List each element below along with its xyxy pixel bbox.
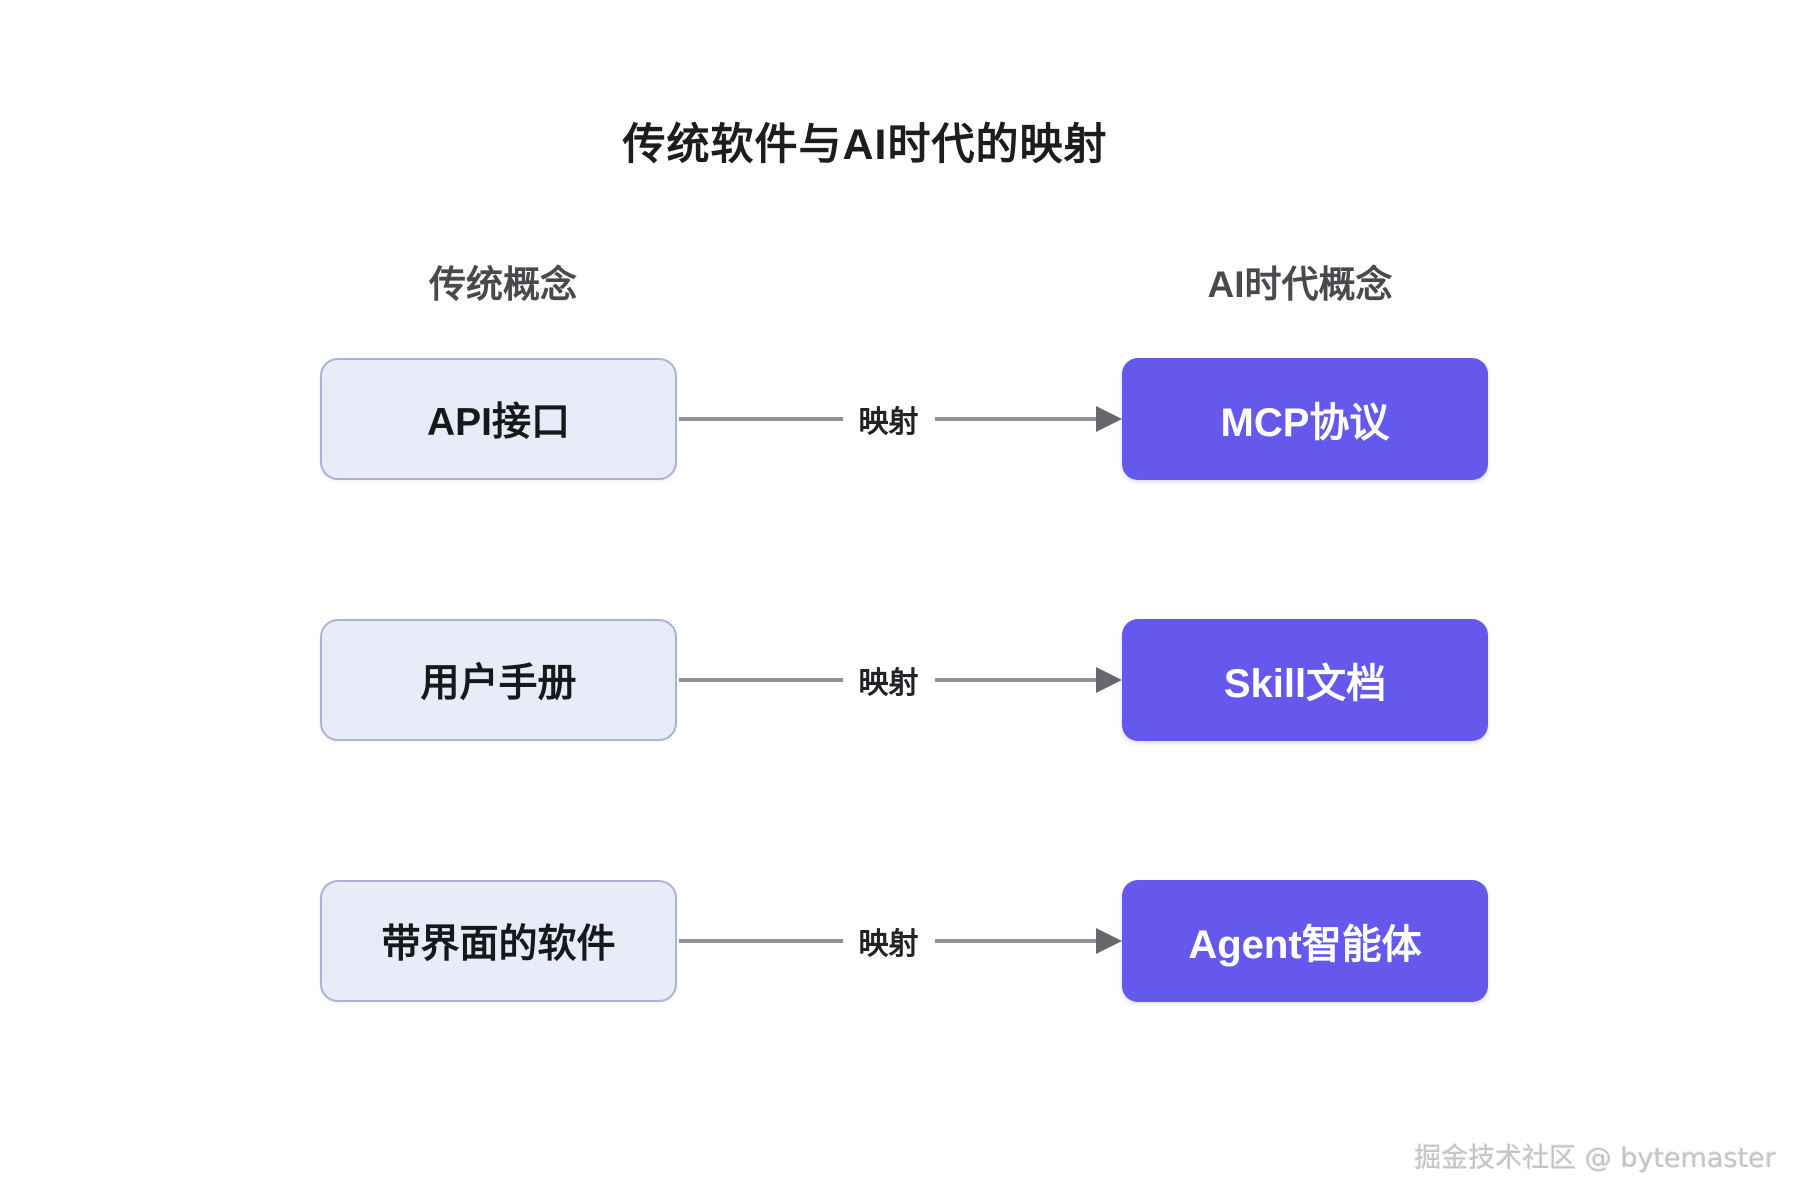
arrow-line-segment <box>679 939 843 943</box>
arrow-line-segment <box>679 678 843 682</box>
mapping-connector-1: 映射 <box>679 397 1122 441</box>
mapping-label: 映射 <box>858 667 919 700</box>
watermark: 掘金技术社区 @ bytemaster <box>1414 1143 1776 1174</box>
arrow-line-segment <box>934 939 1098 943</box>
arrow-line-segment <box>934 417 1098 421</box>
arrowhead-icon <box>1096 406 1122 432</box>
arrow-line-segment <box>679 417 843 421</box>
traditional-box-gui-software: 带界面的软件 <box>320 880 677 1002</box>
arrowhead-icon <box>1096 667 1122 693</box>
traditional-box-api: API接口 <box>320 358 677 480</box>
arrow-line-segment <box>934 678 1098 682</box>
column-header-ai-era: AI时代概念 <box>1207 264 1393 305</box>
arrowhead-icon <box>1096 928 1122 954</box>
ai-box-mcp: MCP协议 <box>1122 358 1488 480</box>
ai-box-agent: Agent智能体 <box>1122 880 1488 1002</box>
mapping-label: 映射 <box>858 928 919 961</box>
traditional-box-user-manual: 用户手册 <box>320 619 677 741</box>
page-title: 传统软件与AI时代的映射 <box>622 121 1108 169</box>
mapping-connector-2: 映射 <box>679 658 1122 702</box>
ai-box-skill-doc: Skill文档 <box>1122 619 1488 741</box>
column-header-traditional: 传统概念 <box>429 264 577 305</box>
mapping-label: 映射 <box>858 406 919 439</box>
mapping-connector-3: 映射 <box>679 919 1122 963</box>
